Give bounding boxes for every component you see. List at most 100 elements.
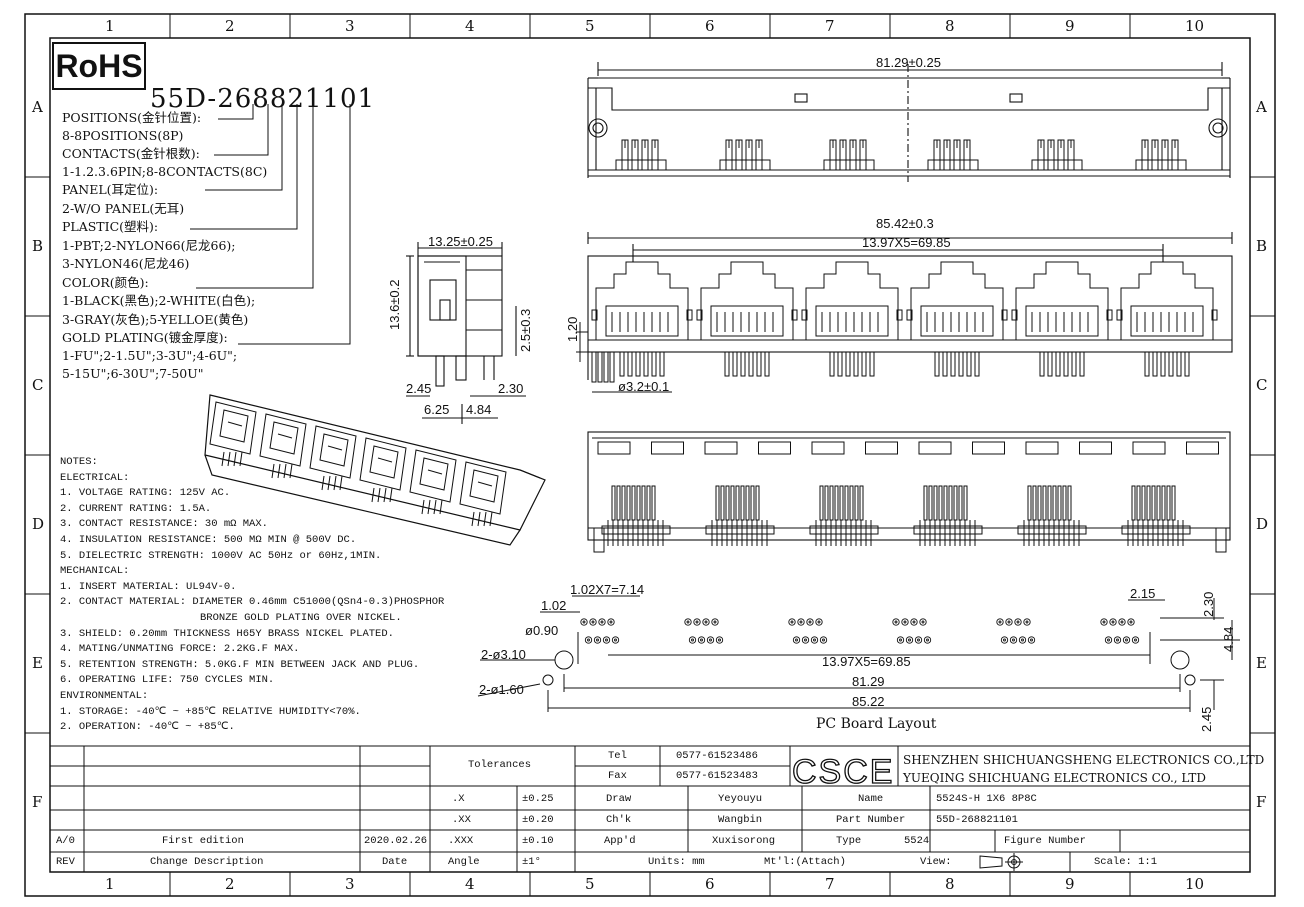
zone-col-top-5: 5 bbox=[585, 17, 595, 35]
dim-pcb-pin-pitch: 1.02X7=7.14 bbox=[570, 582, 645, 597]
zone-row-right-C: C bbox=[1256, 375, 1268, 394]
note-line: 1. STORAGE: -40℃ ~ +85℃ RELATIVE HUMIDIT… bbox=[60, 705, 361, 718]
change-description-header: Change Description bbox=[150, 856, 264, 868]
dim-pcb-hole: ø0.90 bbox=[525, 623, 559, 638]
dim-front-pitch: 13.97X5=69.85 bbox=[862, 235, 951, 250]
zone-col-top-8: 8 bbox=[945, 17, 955, 35]
dim-pcb-row: 1.02 bbox=[541, 598, 567, 613]
zone-row-left-C: C bbox=[32, 375, 44, 394]
zone-col-top-9: 9 bbox=[1065, 17, 1075, 35]
dim-side-c: 6.25 bbox=[424, 402, 450, 417]
zone-col-top-10: 10 bbox=[1185, 17, 1205, 35]
pcb-layout bbox=[477, 595, 1240, 712]
pcb-caption: PC Board Layout bbox=[816, 716, 937, 732]
spec-line: CONTACTS(金针根数): bbox=[62, 146, 200, 161]
dim-pcb-span: 81.29 bbox=[852, 674, 885, 689]
dim-pcb-r4: 2.45 bbox=[1199, 706, 1214, 732]
company-logo: CSCE bbox=[791, 752, 895, 791]
projection-symbol bbox=[979, 853, 1023, 871]
dim-side-b: 2.30 bbox=[498, 381, 524, 396]
spec-line: COLOR(颜色): bbox=[62, 275, 149, 290]
rev-description: First edition bbox=[162, 835, 244, 847]
zone-col-bottom-1: 1 bbox=[105, 875, 115, 893]
dim-side-d: 4.84 bbox=[466, 402, 492, 417]
dim-post-dia: ø3.2±0.1 bbox=[618, 379, 670, 394]
spec-line: 1-1.2.3.6PIN;8-8CONTACTS(8C) bbox=[62, 164, 268, 179]
tol-key-1: .X bbox=[452, 793, 465, 805]
appd-label: App'd bbox=[604, 835, 636, 847]
zone-col-top-1: 1 bbox=[105, 17, 115, 35]
dim-pcb-r2: 2.30 bbox=[1201, 591, 1216, 617]
company-name-1: SHENZHEN SHICHUANGSHENG ELECTRONICS CO.,… bbox=[903, 753, 1265, 767]
zone-col-top-4: 4 bbox=[465, 17, 475, 35]
spec-line: 1-PBT;2-NYLON66(尼龙66); bbox=[62, 238, 236, 253]
dim-front-offset: 1.20 bbox=[565, 316, 580, 342]
name-label: Name bbox=[858, 793, 884, 805]
tol-val-2: ±0.20 bbox=[522, 814, 554, 826]
spec-line: POSITIONS(金针位置): bbox=[62, 110, 202, 125]
view-label: View: bbox=[920, 856, 952, 868]
zone-row-left-B: B bbox=[32, 236, 44, 255]
dim-pcb-post: 2-ø3.10 bbox=[481, 647, 526, 662]
dim-pcb-r1: 2.15 bbox=[1130, 586, 1156, 601]
zone-col-bottom-2: 2 bbox=[225, 875, 235, 893]
note-line: 4. MATING/UNMATING FORCE: 2.2KG.F MAX. bbox=[60, 643, 300, 656]
front-view bbox=[587, 232, 1233, 380]
spec-line: 1-BLACK(黑色);2-WHITE(白色); bbox=[62, 293, 256, 308]
check-value: Wangbin bbox=[718, 814, 763, 826]
date-header: Date bbox=[382, 856, 408, 868]
dim-pcb-pitch: 13.97X5=69.85 bbox=[822, 654, 911, 669]
zone-col-bottom-7: 7 bbox=[825, 875, 835, 893]
zone-col-bottom-3: 3 bbox=[345, 875, 355, 893]
zone-col-bottom-5: 5 bbox=[585, 875, 595, 893]
note-line: 2. CURRENT RATING: 1.5A. bbox=[60, 502, 212, 515]
zone-row-right-E: E bbox=[1256, 653, 1267, 672]
spec-line: PANEL(耳定位): bbox=[62, 182, 159, 197]
zone-col-bottom-4: 4 bbox=[465, 875, 475, 893]
zone-row-left-F: F bbox=[32, 792, 43, 811]
note-line: MECHANICAL: bbox=[60, 565, 130, 578]
tel-label: Tel bbox=[608, 750, 627, 762]
check-label: Ch'k bbox=[606, 814, 632, 826]
zone-row-right-A: A bbox=[1256, 97, 1267, 116]
zone-row-right-B: B bbox=[1256, 236, 1268, 255]
note-line: ENVIRONMENTAL: bbox=[60, 690, 149, 702]
zone-row-right-D: D bbox=[1256, 514, 1269, 533]
tol-key-2: .XX bbox=[452, 814, 471, 826]
spec-line: 5-15U";6-30U";7-50U" bbox=[62, 366, 204, 381]
appd-value: Xuxisorong bbox=[712, 835, 776, 847]
note-line: 5. DIELECTRIC STRENGTH: 1000V AC 50Hz or… bbox=[60, 549, 382, 562]
zone-col-bottom-9: 9 bbox=[1065, 875, 1075, 893]
spec-line: 2-W/O PANEL(无耳) bbox=[62, 201, 185, 216]
dim-top-width: 81.29±0.25 bbox=[876, 55, 941, 70]
rev-code: A/0 bbox=[56, 835, 75, 847]
type-label: Type bbox=[836, 835, 862, 847]
tel-value: 0577-61523486 bbox=[676, 750, 758, 762]
spec-line: 8-8POSITIONS(8P) bbox=[62, 128, 184, 143]
dim-pcb-total: 85.22 bbox=[852, 694, 885, 709]
top-view bbox=[587, 62, 1231, 182]
draw-value: Yeyouyu bbox=[718, 793, 763, 805]
rev-header: REV bbox=[56, 856, 75, 868]
part-number-value: 55D-268821101 bbox=[936, 814, 1018, 826]
note-line: ELECTRICAL: bbox=[60, 471, 130, 484]
zone-row-left-D: D bbox=[32, 514, 45, 533]
fax-label: Fax bbox=[608, 770, 627, 782]
note-line: 1. VOLTAGE RATING: 125V AC. bbox=[60, 487, 231, 500]
zone-col-top-2: 2 bbox=[225, 17, 235, 35]
figure-number-label: Figure Number bbox=[1004, 835, 1086, 847]
note-line: 1. INSERT MATERIAL: UL94V-0. bbox=[60, 580, 237, 593]
note-line: 3. SHIELD: 0.20mm THICKNESS H65Y BRASS N… bbox=[60, 627, 394, 640]
zone-col-bottom-8: 8 bbox=[945, 875, 955, 893]
tol-val-4: ±1° bbox=[522, 856, 541, 868]
isometric-view bbox=[204, 394, 546, 546]
zone-row-left-E: E bbox=[32, 653, 43, 672]
tol-val-3: ±0.10 bbox=[522, 835, 554, 847]
note-line: NOTES: bbox=[60, 456, 98, 468]
part-code-header: 55D-268821101 bbox=[150, 84, 376, 114]
rev-date: 2020.02.26 bbox=[364, 835, 428, 847]
fax-value: 0577-61523483 bbox=[676, 770, 758, 782]
dim-side-height: 13.6±0.2 bbox=[387, 279, 402, 330]
